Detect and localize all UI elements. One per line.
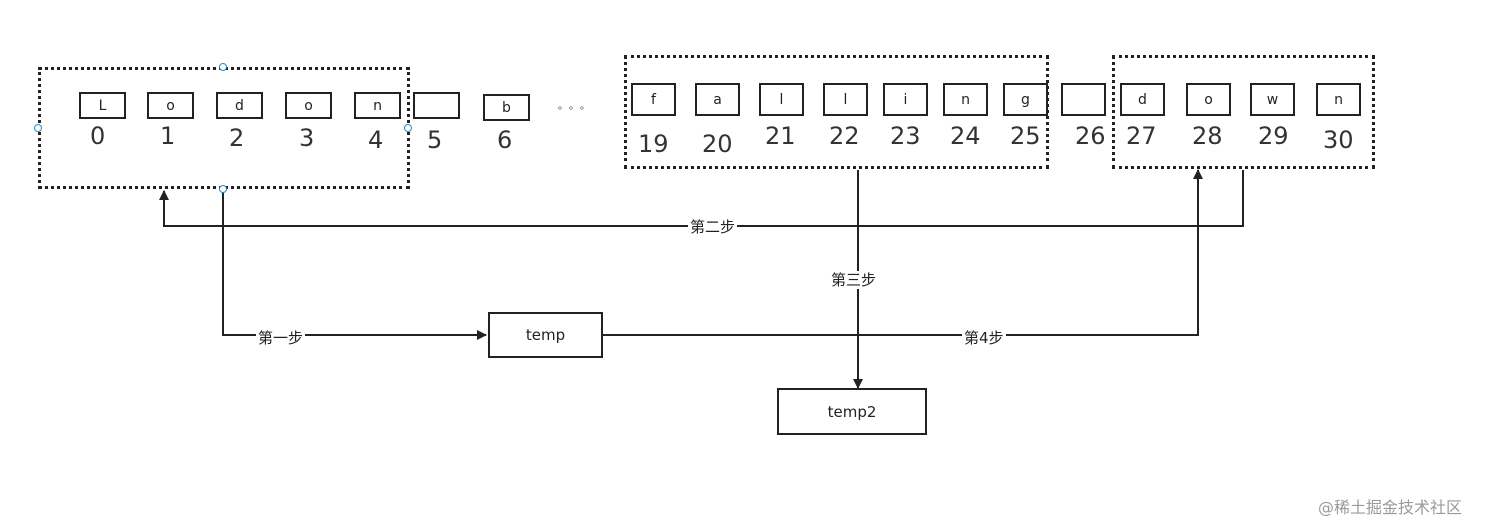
step2-label: 第二步 — [688, 218, 738, 236]
step3-label: 第三步 — [829, 271, 879, 289]
array-cell[interactable]: n — [354, 92, 401, 119]
step4-label: 第4步 — [962, 329, 1006, 347]
selection-handle-left[interactable] — [34, 124, 42, 132]
index-label: 5 — [427, 126, 443, 154]
array-cell[interactable]: b — [483, 94, 530, 121]
array-cell[interactable]: d — [216, 92, 263, 119]
array-cell[interactable]: L — [79, 92, 126, 119]
array-cell[interactable]: a — [695, 83, 740, 116]
watermark: @稀土掘金技术社区 — [1318, 498, 1463, 517]
group-right-outline[interactable] — [1112, 55, 1375, 169]
array-cell[interactable]: w — [1250, 83, 1295, 116]
array-cell[interactable] — [1061, 83, 1106, 116]
array-cell[interactable]: o — [1186, 83, 1231, 116]
array-cell[interactable]: o — [285, 92, 332, 119]
index-label: 1 — [160, 122, 176, 150]
index-label: 26 — [1075, 122, 1106, 150]
step1-label: 第一步 — [256, 329, 306, 347]
index-label: 30 — [1323, 126, 1354, 154]
array-cell[interactable]: g — [1003, 83, 1048, 116]
arrow-step4 — [602, 169, 1203, 336]
array-cell[interactable]: n — [943, 83, 988, 116]
arrow-step1 — [222, 189, 487, 340]
array-cell[interactable]: d — [1120, 83, 1165, 116]
array-cell[interactable]: i — [883, 83, 928, 116]
index-label: 28 — [1192, 122, 1223, 150]
temp-box[interactable]: temp — [488, 312, 603, 358]
index-label: 2 — [229, 124, 245, 152]
selection-handle-bottom[interactable] — [219, 185, 227, 193]
index-label: 23 — [890, 122, 921, 150]
index-label: 25 — [1010, 122, 1041, 150]
index-label: 22 — [829, 122, 860, 150]
index-label: 6 — [497, 126, 513, 154]
index-label: 0 — [90, 122, 106, 150]
array-cell[interactable]: f — [631, 83, 676, 116]
array-cell[interactable] — [413, 92, 460, 119]
temp2-box[interactable]: temp2 — [777, 388, 927, 435]
selection-handle-top[interactable] — [219, 63, 227, 71]
array-cell[interactable]: l — [759, 83, 804, 116]
index-label: 3 — [299, 124, 315, 152]
index-label: 27 — [1126, 122, 1157, 150]
array-cell[interactable]: n — [1316, 83, 1361, 116]
index-label: 20 — [702, 130, 733, 158]
index-label: 19 — [638, 130, 669, 158]
index-label: 4 — [368, 126, 384, 154]
array-cell[interactable]: l — [823, 83, 868, 116]
selection-handle-right[interactable] — [404, 124, 412, 132]
index-label: 24 — [950, 122, 981, 150]
index-label: 21 — [765, 122, 796, 150]
array-cell[interactable]: o — [147, 92, 194, 119]
ellipsis: 。。。 — [558, 101, 596, 112]
index-label: 29 — [1258, 122, 1289, 150]
